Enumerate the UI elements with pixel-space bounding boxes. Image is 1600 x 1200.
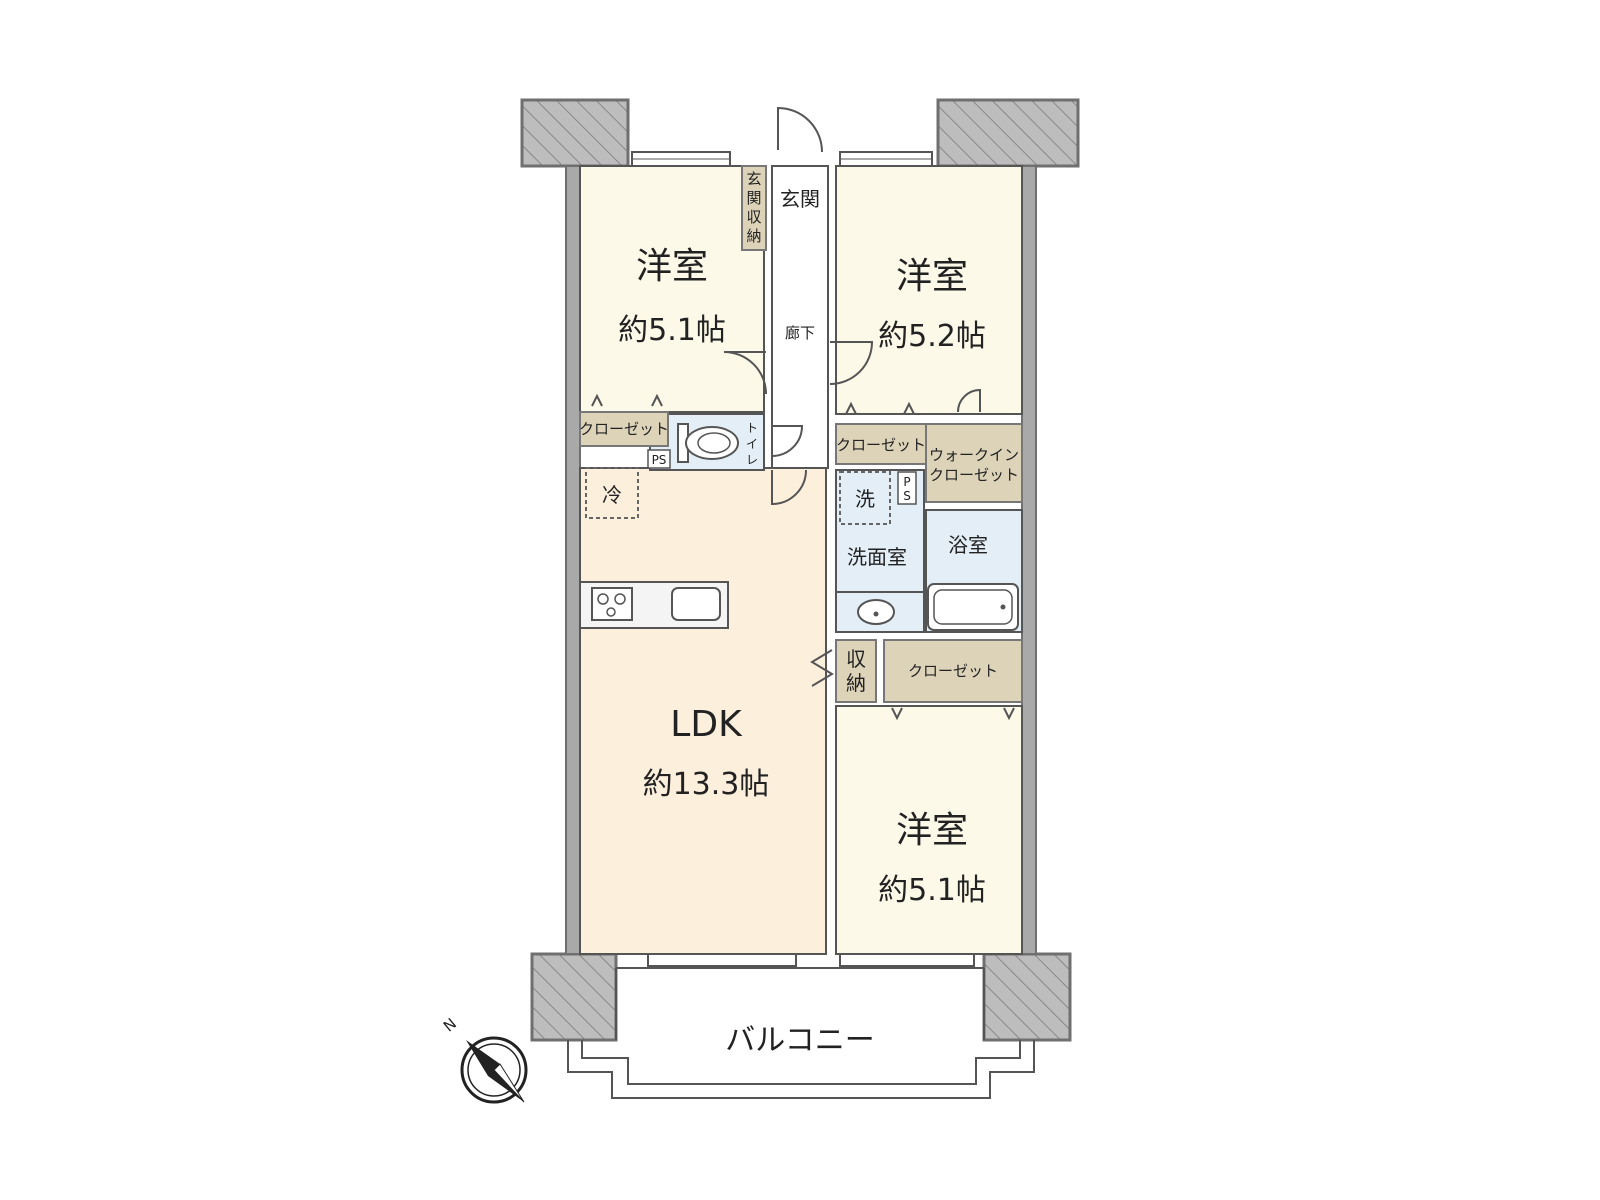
door-wic — [957, 388, 981, 413]
closet-se-box — [883, 639, 1023, 703]
entrance-storage-label: 玄 関 収 納 — [746, 170, 761, 245]
column-top-left — [520, 98, 630, 168]
ps-right-label-p: P — [903, 475, 910, 489]
closet-se-label: クローゼット — [908, 662, 998, 680]
window-se — [839, 953, 975, 967]
storage-small-box — [835, 639, 877, 703]
door-bedroom-ne — [829, 341, 874, 385]
ps-right-box — [897, 471, 917, 505]
ps-left-box — [647, 449, 671, 469]
svg-text:関: 関 — [746, 189, 761, 207]
entrance-label: 玄関 — [780, 187, 820, 211]
ldk-area: 約13.3帖 — [643, 767, 770, 802]
fridge-label: 冷 — [602, 483, 622, 507]
svg-text:玄: 玄 — [746, 170, 761, 188]
window-ldk — [647, 953, 797, 967]
closet-ne-label: クローゼット — [836, 436, 926, 454]
washer-label: 洗 — [855, 487, 875, 511]
washroom-label: 洗面室 — [847, 545, 907, 569]
storage-small-label-line1: 収 — [846, 647, 866, 671]
bedroom-se-area: 約5.1帖 — [878, 873, 986, 908]
bedroom-ne-area: 約5.2帖 — [878, 319, 986, 354]
washer-space — [839, 471, 891, 525]
balcony-outline — [567, 967, 1035, 1099]
bath-fixtures — [836, 583, 1019, 631]
fridge-space — [585, 467, 639, 519]
floor-ldk — [579, 467, 827, 955]
closet-nw-box — [579, 411, 669, 447]
wall-left — [565, 165, 581, 955]
balcony-label: バルコニー — [725, 1023, 874, 1058]
sink — [671, 587, 721, 621]
column-bottom-left — [530, 952, 618, 1042]
floor-bedroom-ne — [835, 165, 1023, 415]
structure-walls — [520, 98, 1080, 1042]
stove — [591, 587, 633, 621]
bedroom-se-name: 洋室 — [896, 810, 968, 851]
walk-in-label-line2: クローゼット — [929, 466, 1019, 484]
bedroom-nw-area: 約5.1帖 — [618, 313, 726, 348]
door-bedroom-nw — [723, 351, 767, 395]
door-entrance — [777, 106, 823, 153]
walk-in-closet-box — [925, 423, 1023, 503]
svg-text:ト: ト — [746, 421, 758, 435]
svg-text:納: 納 — [746, 227, 761, 245]
storage-small-label-line2: 納 — [846, 671, 866, 695]
bathroom-label: 浴室 — [948, 533, 988, 557]
kitchen-counter — [579, 581, 729, 629]
door-ldk — [771, 469, 807, 506]
ps-left-label: PS — [652, 453, 667, 467]
closet-nw-label: クローゼット — [579, 420, 669, 438]
closet-door-marks — [591, 393, 1015, 721]
floor-hallway — [771, 165, 829, 469]
wall-right — [1021, 165, 1037, 955]
bedroom-ne-name: 洋室 — [896, 256, 968, 297]
compass-north-label: N — [440, 1014, 460, 1035]
column-top-right — [936, 98, 1080, 168]
bathtub — [927, 583, 1019, 631]
svg-text:イ: イ — [746, 437, 758, 451]
door-storage — [810, 649, 834, 687]
floor-bedroom-se — [835, 705, 1023, 955]
floor-bedroom-nw — [579, 165, 765, 413]
walk-in-label-line1: ウォークイン — [929, 446, 1019, 464]
door-toilet — [771, 425, 804, 457]
svg-text:収: 収 — [746, 208, 761, 226]
doors — [723, 106, 981, 687]
closets — [579, 165, 1023, 703]
windows — [631, 151, 975, 967]
svg-text:レ: レ — [746, 453, 758, 467]
ps-right-label-s: S — [903, 489, 911, 503]
column-bottom-right — [982, 952, 1072, 1042]
compass: N — [440, 1014, 528, 1104]
bedroom-nw-name: 洋室 — [636, 246, 708, 287]
ldk-name: LDK — [670, 704, 743, 745]
toilet-fixture — [677, 423, 739, 463]
hallway-label: 廊下 — [785, 324, 815, 342]
closet-entrance-storage — [741, 165, 767, 251]
toilet-label: ト イ レ — [746, 421, 758, 467]
